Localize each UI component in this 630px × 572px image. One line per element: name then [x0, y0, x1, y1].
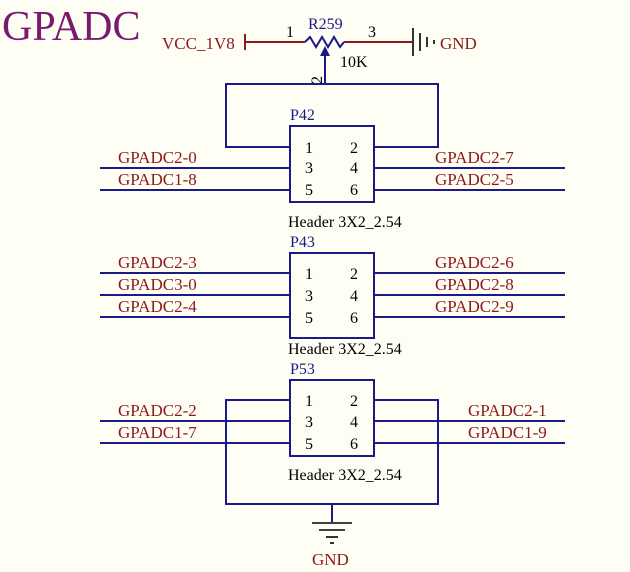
pin-number: 4 — [350, 414, 358, 431]
ground-icon-right — [412, 28, 435, 56]
net-label: GPADC1-7 — [118, 423, 197, 442]
pin-number: 5 — [305, 182, 313, 199]
net-label: GPADC2-0 — [118, 148, 197, 167]
sheet-title: GPADC — [2, 4, 141, 50]
wiper-arrow-icon — [320, 46, 330, 56]
net-label: GPADC1-9 — [468, 423, 547, 442]
potentiometer-r259[interactable]: VCC_1V8 1 R259 3 2 10K GND — [162, 16, 477, 84]
pin-number: 4 — [350, 288, 358, 305]
header-comment: Header 3X2_2.54 — [288, 341, 402, 358]
pin-number: 5 — [305, 436, 313, 453]
header-body — [289, 379, 375, 457]
pin-number: 3 — [305, 288, 313, 305]
pin-number: 1 — [305, 266, 313, 283]
wire-wiper-to-p42-pin2 — [325, 83, 439, 148]
net-label: GPADC3-0 — [118, 275, 197, 294]
pin-number: 4 — [350, 160, 358, 177]
header-designator: P53 — [290, 361, 315, 378]
net-label-gnd-bottom: GND — [312, 550, 349, 569]
header-p53[interactable]: P53 1 3 5 2 4 6 GPADC2-2 GPADC1-7 GPADC2… — [100, 361, 565, 484]
header-p43[interactable]: P43 1 3 5 2 4 6 GPADC2-3 GPADC3-0 GPADC2… — [100, 234, 565, 358]
wire-wiper-to-p42-pin1 — [225, 83, 325, 148]
net-label: GPADC2-9 — [435, 297, 514, 316]
pin-number: 2 — [350, 266, 358, 283]
net-label: GPADC2-8 — [435, 275, 514, 294]
pin-number: 6 — [350, 436, 358, 453]
pin-number: 3 — [305, 160, 313, 177]
pin-number: 3 — [305, 414, 313, 431]
resistor-designator: R259 — [308, 16, 343, 33]
header-designator: P43 — [290, 234, 315, 251]
pin-number: 2 — [350, 140, 358, 157]
net-label: GPADC2-2 — [118, 401, 197, 420]
header-body — [289, 252, 375, 339]
pin-number: 6 — [350, 310, 358, 327]
header-comment: Header 3X2_2.54 — [288, 214, 402, 231]
net-label: GPADC2-4 — [118, 297, 197, 316]
ground-icon-bottom — [312, 522, 352, 544]
resistor-zigzag-icon — [304, 35, 345, 49]
pin-number: 1 — [305, 140, 313, 157]
net-label: GPADC2-7 — [435, 148, 514, 167]
net-label: GPADC2-3 — [118, 253, 197, 272]
resistor-pin3-number: 3 — [368, 24, 376, 41]
net-label-gnd-top: GND — [440, 34, 477, 53]
net-label: GPADC2-1 — [468, 401, 547, 420]
pin-number: 5 — [305, 310, 313, 327]
net-label: GPADC2-6 — [435, 253, 514, 272]
net-label-vcc: VCC_1V8 — [162, 34, 235, 53]
header-p42[interactable]: P42 1 3 5 2 4 6 GPADC2-0 GPADC1-8 GPADC2… — [100, 107, 565, 231]
resistor-pin1-number: 1 — [286, 24, 294, 41]
header-comment: Header 3X2_2.54 — [288, 467, 402, 484]
resistor-value: 10K — [340, 54, 368, 71]
resistor-pin2-number: 2 — [309, 76, 326, 84]
pin-number: 1 — [305, 393, 313, 410]
pin-number: 6 — [350, 182, 358, 199]
net-label: GPADC2-5 — [435, 170, 514, 189]
header-designator: P42 — [290, 107, 315, 124]
net-label: GPADC1-8 — [118, 170, 197, 189]
header-body — [289, 125, 375, 203]
pin-number: 2 — [350, 393, 358, 410]
